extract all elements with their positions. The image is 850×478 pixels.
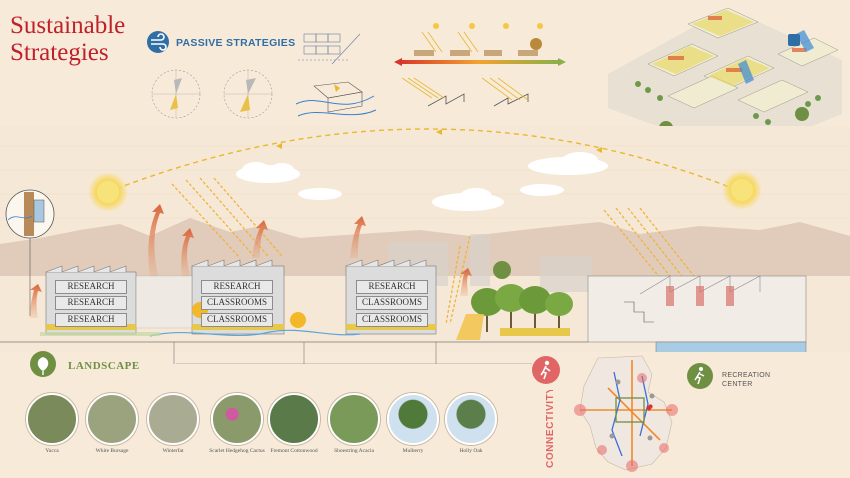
plant-card: Winterfat [145, 393, 201, 455]
title-line-2: Strategies [10, 39, 109, 66]
room-label: CLASSROOMS [356, 296, 428, 310]
plant-name: Mulberry [402, 448, 424, 454]
plant-name: Scarlet Hedgehog Cactus [209, 448, 265, 454]
passive-strategies-label: PASSIVE STRATEGIES [176, 37, 296, 49]
clouds [236, 152, 608, 211]
plant-card: Holly Oak [443, 393, 499, 455]
leaf-icon [30, 351, 56, 377]
sun-icon [469, 23, 475, 29]
plant-name: Holly Oak [459, 448, 483, 454]
sun-icon [290, 312, 306, 328]
plant-image [86, 393, 138, 445]
plant-image [328, 393, 380, 445]
plant-card: Shoestring Acacia [326, 393, 382, 455]
solar-shading-diagram [394, 23, 566, 107]
connectivity-site-map [574, 355, 678, 472]
plant-name: Shoestring Acacia [334, 448, 374, 454]
plant-icon [493, 261, 511, 279]
sun-icon [503, 23, 509, 29]
recreation-center-building [587, 275, 807, 352]
landscape-label: LANDSCAPE [68, 360, 140, 372]
plant-card: Scarlet Hedgehog Cactus [209, 393, 265, 455]
plant-name: Fremont Cottonwood [270, 448, 318, 454]
recreation-center-label: RECREATION CENTER [722, 371, 770, 389]
ventilation-arrows [30, 204, 472, 318]
recreation-icon [687, 363, 713, 389]
campus-aerial-axonometric [608, 7, 842, 156]
connectivity-label: CONNECTIVITY [545, 390, 556, 468]
wind-icon [147, 31, 169, 53]
plant-name: Winterfat [162, 448, 184, 454]
plaza-trees [456, 284, 573, 340]
room-label: CLASSROOMS [356, 313, 428, 327]
leaf-icon [795, 107, 809, 121]
room-label: CLASSROOMS [201, 296, 273, 310]
room-label: RESEARCH [201, 280, 273, 294]
recreation-label-line-2: CENTER [722, 381, 753, 388]
window-detail [5, 189, 55, 316]
plant-card: White Bursage [84, 393, 140, 455]
plant-card: Fremont Cottonwood [266, 393, 322, 455]
title-line-1: Sustainable [10, 12, 126, 39]
plant-name: Yucca [45, 448, 59, 454]
plant-image [387, 393, 439, 445]
room-label: RESEARCH [55, 296, 127, 310]
sun-icon [433, 23, 439, 29]
plant-name: White Bursage [95, 448, 129, 454]
sun-icon [97, 181, 119, 203]
connectivity-label-container: CONNECTIVITY [545, 390, 556, 468]
recreation-label-line-1: RECREATION [722, 372, 771, 379]
ventilation-diagram [295, 33, 377, 117]
landscape-leader-lines [173, 342, 532, 364]
plant-card: Mulberry [385, 393, 441, 455]
sun-path-arc [107, 128, 743, 193]
room-label: RESEARCH [356, 280, 428, 294]
sun-path-diagram-summer [151, 69, 201, 119]
plant-image [147, 393, 199, 445]
plant-card: Yucca [24, 393, 80, 455]
room-label: CLASSROOMS [201, 313, 273, 327]
plant-image [445, 393, 497, 445]
pedestrian-icon [532, 356, 560, 384]
plant-image [211, 393, 263, 445]
room-label: RESEARCH [55, 280, 127, 294]
sun-icon [537, 23, 543, 29]
sun-path-diagrams [151, 69, 273, 119]
plant-image [26, 393, 78, 445]
plant-image [268, 393, 320, 445]
page-title: Sustainable Strategies [10, 12, 125, 66]
sun-icon [731, 179, 753, 201]
sun-path-diagram-winter [223, 69, 273, 119]
room-label: RESEARCH [55, 313, 127, 327]
building-icon [788, 34, 800, 46]
